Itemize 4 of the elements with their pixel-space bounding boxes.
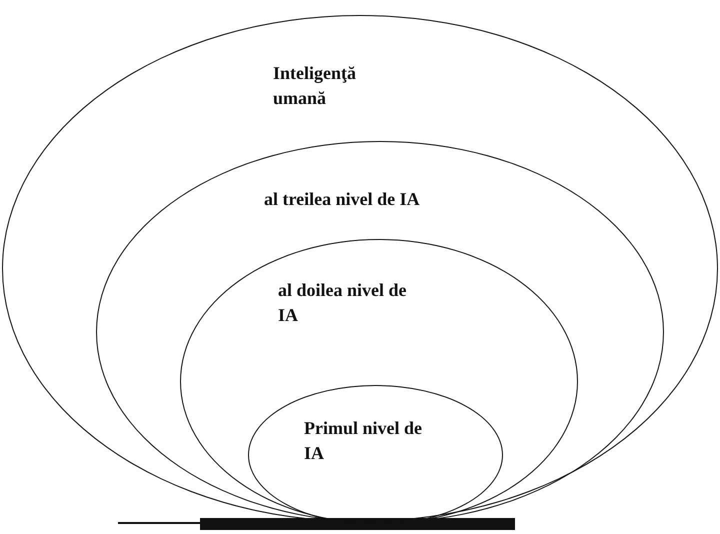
level-label: Primul nivel de IA: [304, 417, 423, 465]
level-label: Inteligenţă umană: [273, 62, 357, 110]
level-label: al treilea nivel de IA: [264, 188, 421, 211]
level-label: al doilea nivel de IA: [278, 279, 408, 327]
